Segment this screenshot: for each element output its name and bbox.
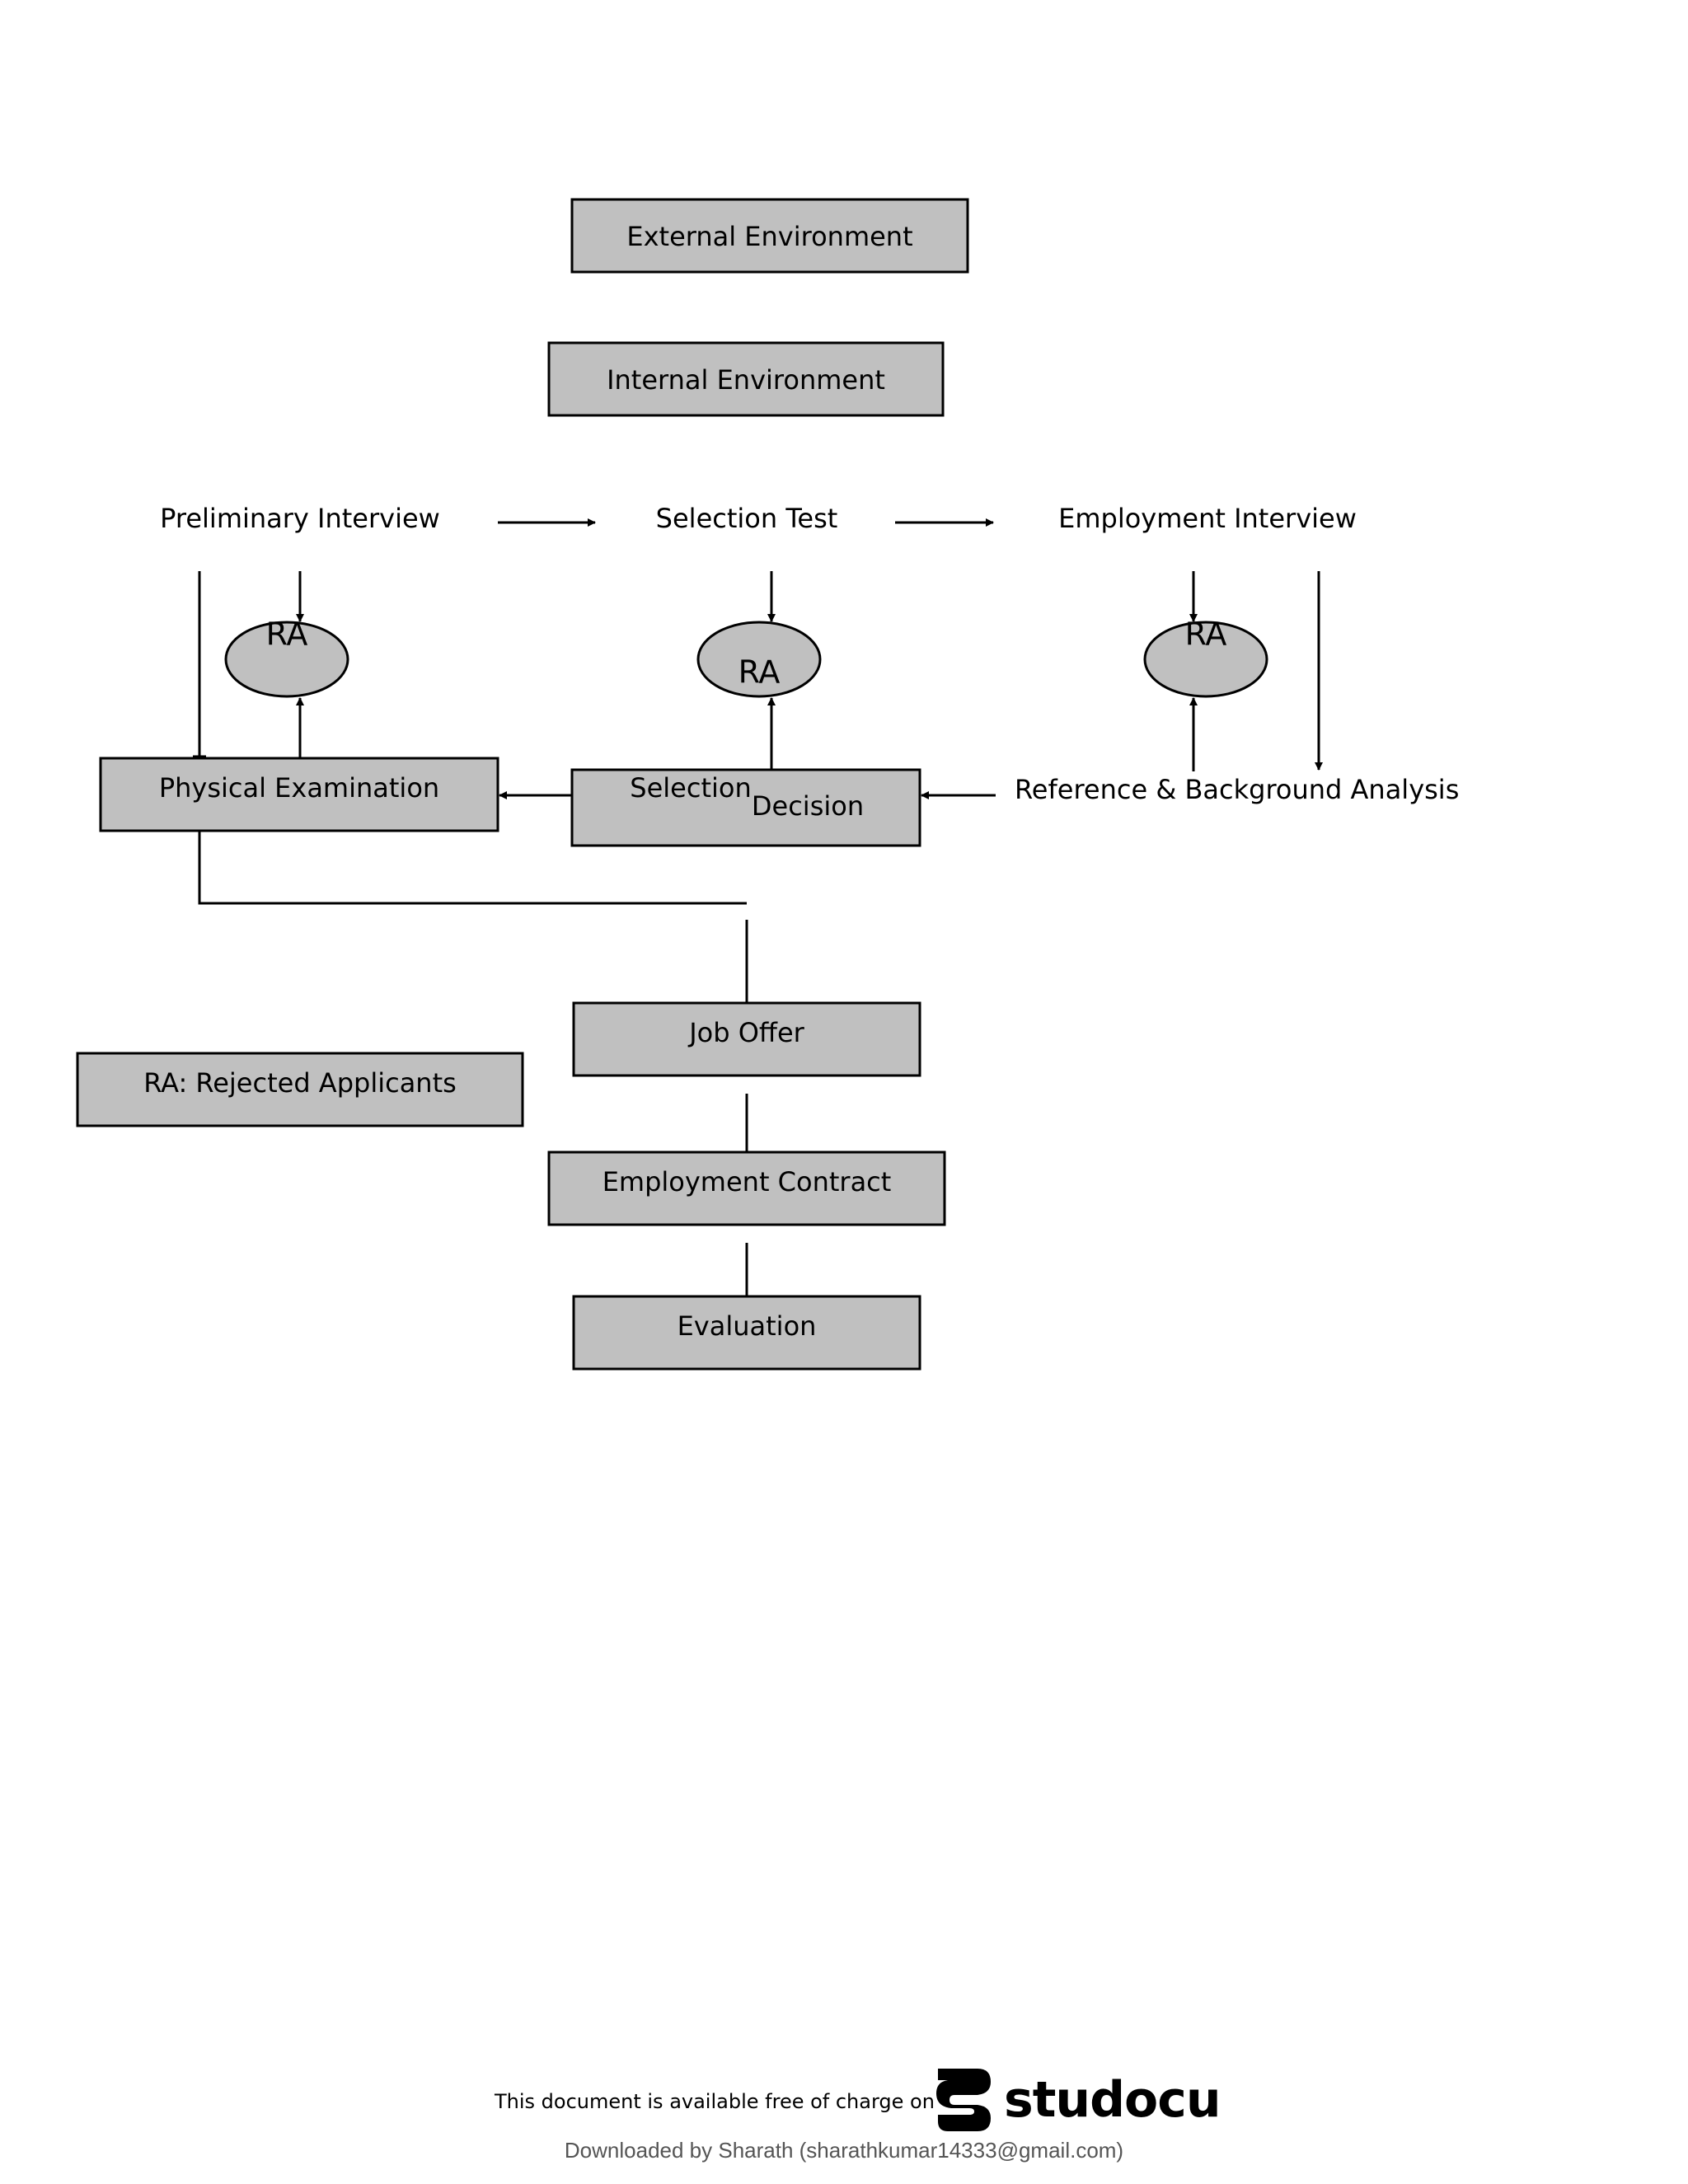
internal-environment-label: Internal Environment (607, 364, 885, 396)
employment-interview-label: Employment Interview (1058, 503, 1357, 534)
studocu-logo[interactable]: studocu (930, 2065, 1221, 2135)
selection-decision-node: Selection Decision (570, 768, 921, 847)
studocu-logo-icon (936, 2069, 991, 2131)
rejected-applicants-ellipse-2: RA (696, 621, 822, 698)
ra-label-2: RA (738, 654, 781, 691)
footer-downloaded-by: Downloaded by Sharath (sharathkumar14333… (564, 2138, 1124, 2163)
ra-label-3: RA (1185, 616, 1227, 653)
reference-background-label: Reference & Background Analysis (1015, 774, 1459, 805)
job-offer-node: Job Offer (572, 1001, 921, 1077)
selection-decision-label-1: Selection (630, 772, 751, 804)
rejected-applicants-ellipse-3: RA (1143, 616, 1268, 698)
footer-available-text: This document is available free of charg… (495, 2090, 935, 2113)
legend-label: RA: Rejected Applicants (143, 1067, 457, 1099)
internal-environment-node: Internal Environment (547, 341, 945, 417)
employment-contract-label: Employment Contract (603, 1166, 892, 1197)
job-offer-label: Job Offer (687, 1017, 804, 1048)
physical-examination-node: Physical Examination (99, 757, 499, 832)
ra-label-1: RA (266, 616, 308, 653)
rejected-applicants-ellipse-1: RA (224, 616, 349, 698)
external-environment-label: External Environment (626, 221, 912, 252)
evaluation-label: Evaluation (678, 1310, 817, 1342)
selection-decision-label-2: Decision (752, 790, 864, 822)
evaluation-node: Evaluation (572, 1295, 921, 1371)
legend-box: RA: Rejected Applicants (76, 1052, 524, 1127)
physical-examination-label: Physical Examination (159, 772, 439, 804)
preliminary-interview-label: Preliminary Interview (160, 503, 440, 534)
selection-test-label: Selection Test (656, 503, 838, 534)
connector-physical-to-job-offer (198, 831, 747, 905)
studocu-brand: studocu (1004, 2071, 1221, 2129)
external-environment-node: External Environment (570, 198, 969, 274)
employment-contract-node: Employment Contract (547, 1151, 946, 1226)
